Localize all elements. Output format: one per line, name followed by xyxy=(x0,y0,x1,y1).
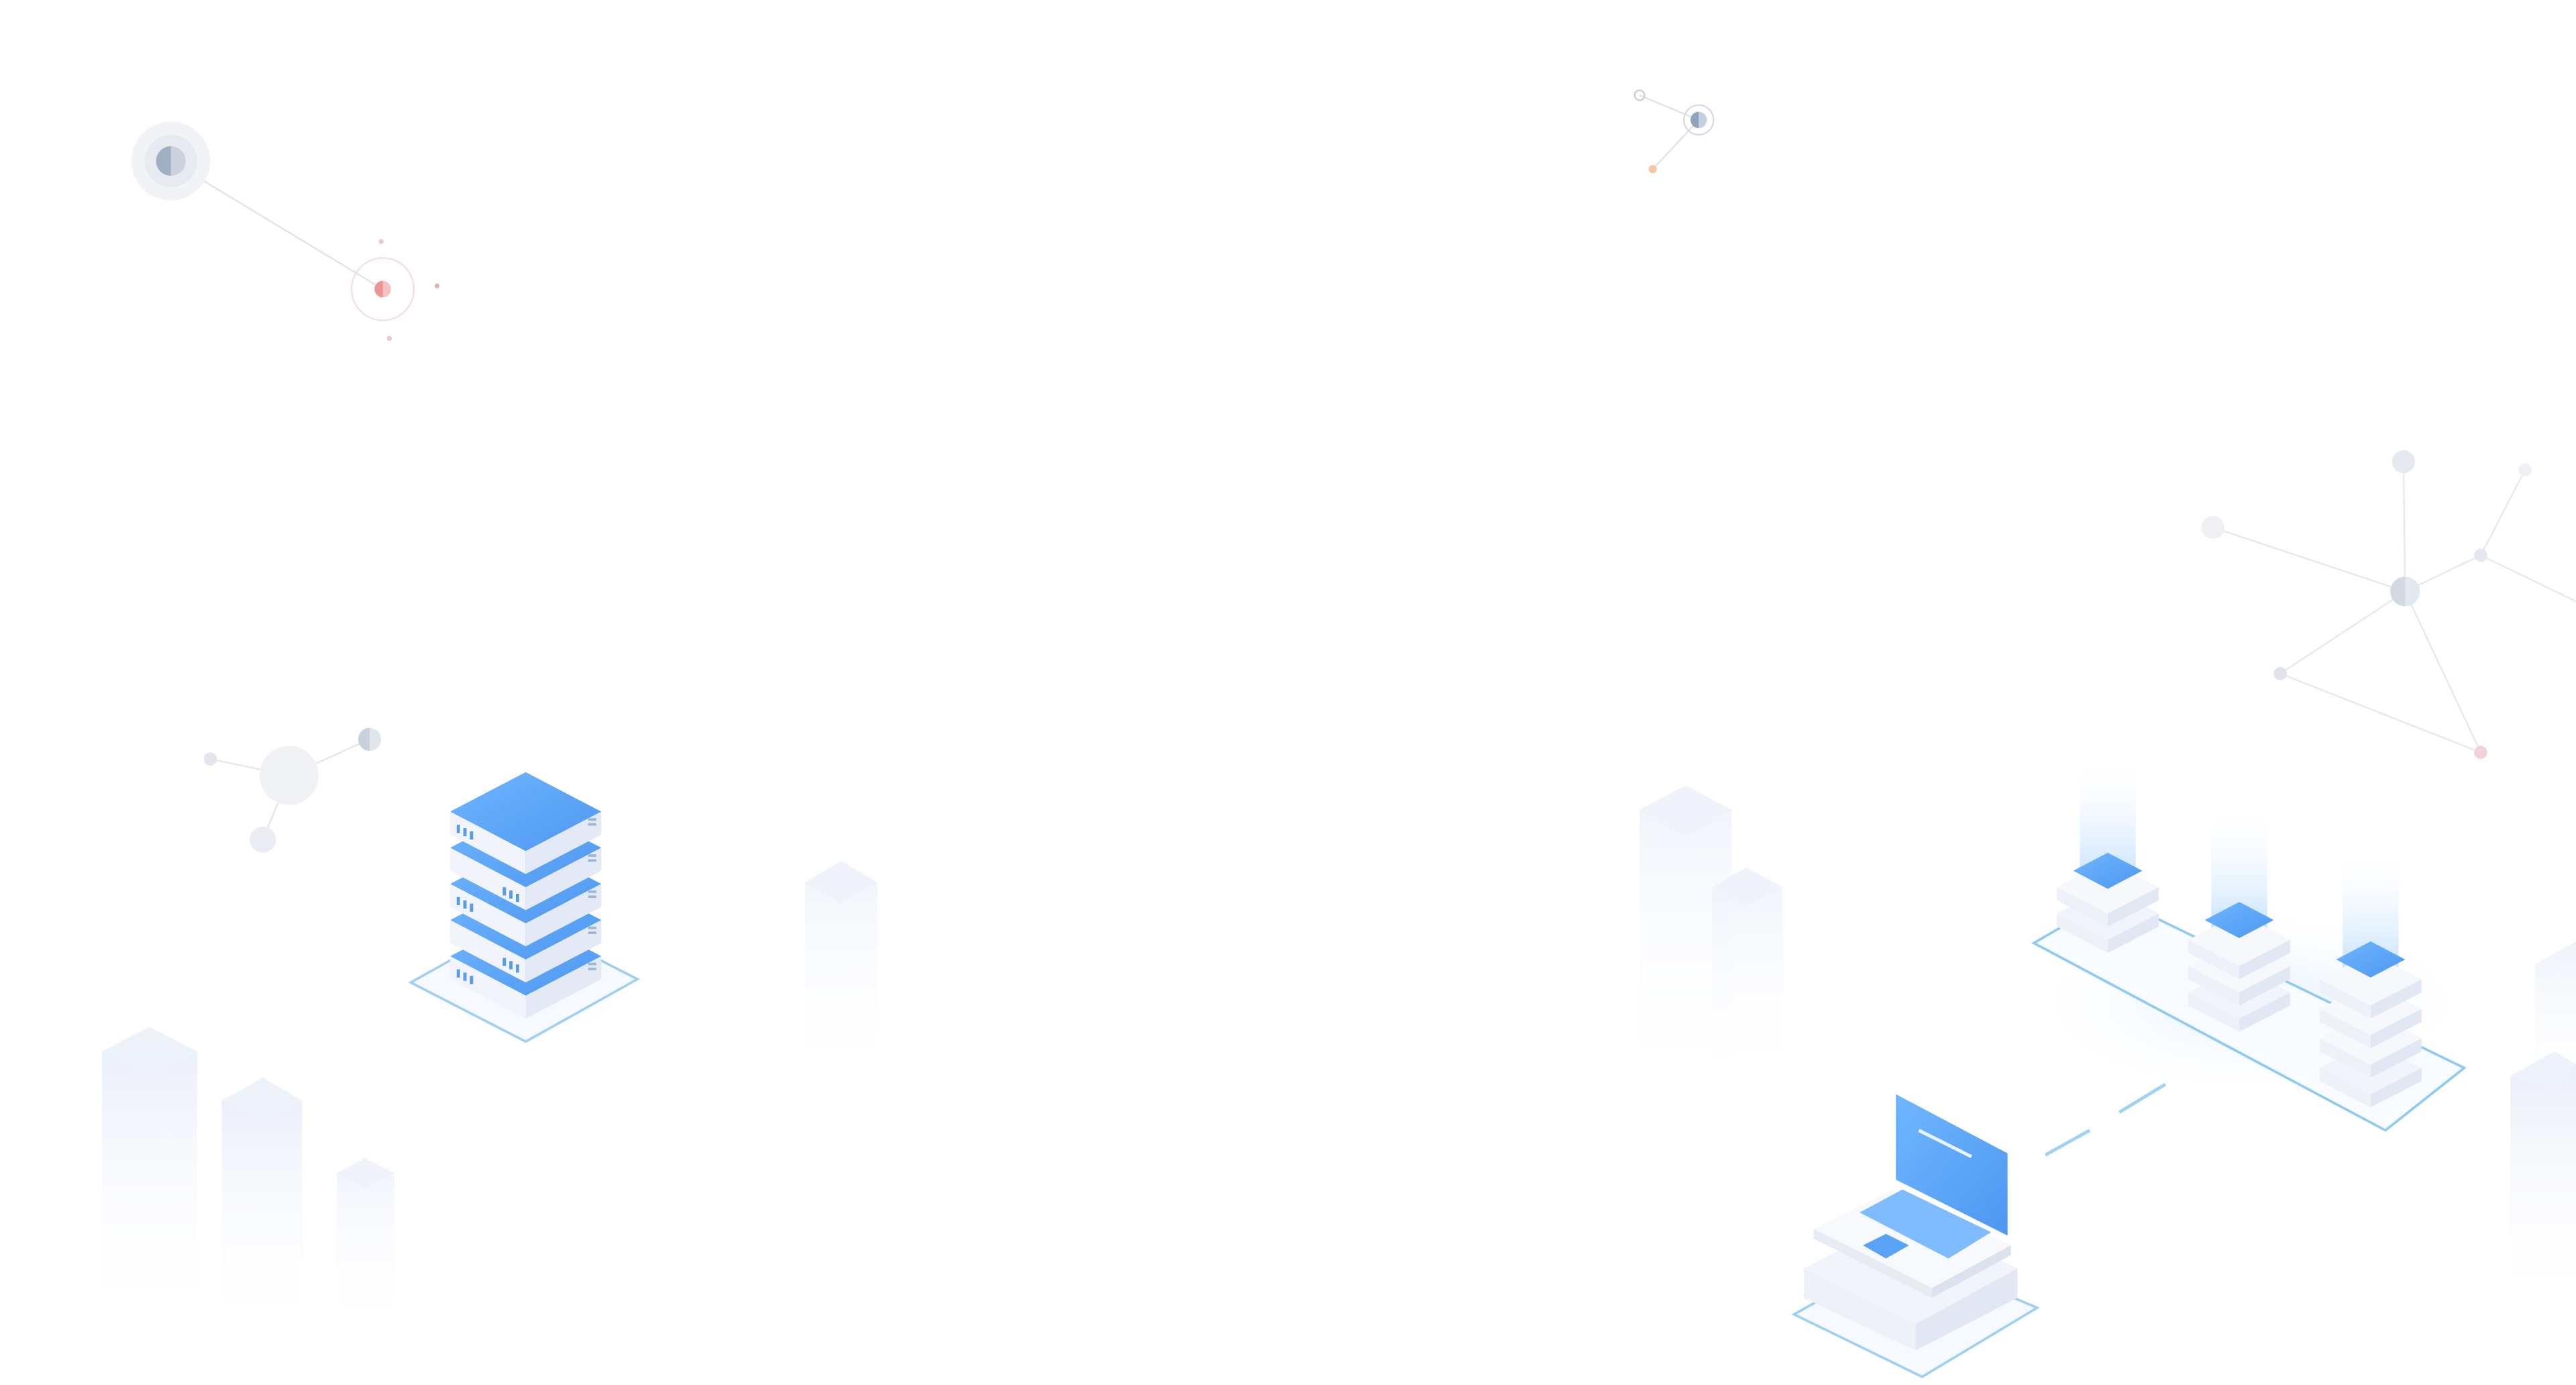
isometric-pillar-icon xyxy=(221,1078,303,1339)
isometric-pillar-icon xyxy=(2510,1051,2576,1315)
isometric-pillar-icon xyxy=(337,1158,394,1339)
network-node-icon xyxy=(203,727,382,853)
network-node-icon xyxy=(2201,450,2576,760)
network-node-icon xyxy=(131,121,440,342)
isometric-pillar-icon xyxy=(101,1027,197,1331)
connection-line xyxy=(2044,1082,2167,1157)
server-rack-icon xyxy=(408,772,641,1043)
network-node-icon xyxy=(1633,89,1715,174)
server-cluster-icon xyxy=(2021,756,2481,1132)
isometric-pillar-icon xyxy=(1640,785,1732,1101)
laptop-icon xyxy=(1782,1094,2045,1378)
isometric-pillar-icon xyxy=(805,860,877,1084)
isometric-pillar-icon xyxy=(1711,867,1783,1093)
